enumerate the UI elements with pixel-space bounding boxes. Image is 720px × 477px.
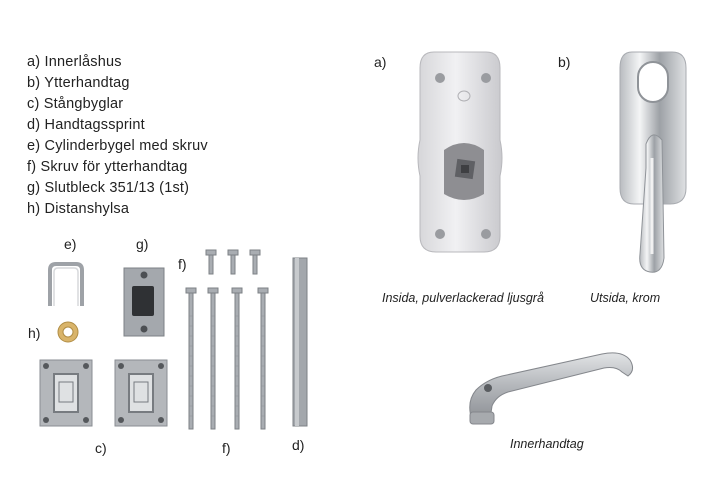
label-h: h)	[28, 325, 41, 341]
label-f-top: f)	[178, 256, 187, 272]
label-c: c)	[95, 440, 107, 456]
handle-spindle-image	[292, 257, 308, 427]
parts-legend: a) Innerlåshus b) Ytterhandtag c) Stångb…	[27, 52, 208, 220]
label-b: b)	[558, 54, 571, 70]
label-e: e)	[64, 236, 77, 252]
caption-inner-handle: Innerhandtag	[510, 437, 584, 451]
label-d: d)	[292, 437, 305, 453]
legend-item-g: g) Slutbleck 351/13 (1st)	[27, 180, 190, 196]
label-f-bottom: f)	[222, 440, 231, 456]
rod-bracket-left-image	[39, 359, 93, 427]
caption-inside: Insida, pulverlackerad ljusgrå	[382, 291, 544, 305]
cylinder-bracket-image	[48, 262, 84, 306]
long-screws-image	[185, 287, 269, 430]
legend-item-b: b) Ytterhandtag	[27, 75, 130, 91]
label-g: g)	[136, 236, 149, 252]
outer-handle-image	[619, 51, 687, 273]
spacer-sleeve-image	[57, 321, 79, 343]
legend-item-f: f) Skruv för ytterhandtag	[27, 159, 188, 175]
legend-item-h: h) Distanshylsa	[27, 201, 130, 217]
inner-handle-image	[469, 352, 634, 425]
legend-item-d: d) Handtagssprint	[27, 117, 145, 133]
legend-item-a: a) Innerlåshus	[27, 54, 122, 70]
short-screws-image	[205, 249, 261, 275]
legend-item-e: e) Cylinderbygel med skruv	[27, 138, 208, 154]
caption-outside: Utsida, krom	[590, 291, 661, 305]
legend-item-c: c) Stångbyglar	[27, 96, 124, 112]
rod-bracket-right-image	[114, 359, 168, 427]
label-a: a)	[374, 54, 387, 70]
inner-lock-housing-image	[417, 51, 503, 253]
strike-plate-image	[123, 267, 165, 337]
